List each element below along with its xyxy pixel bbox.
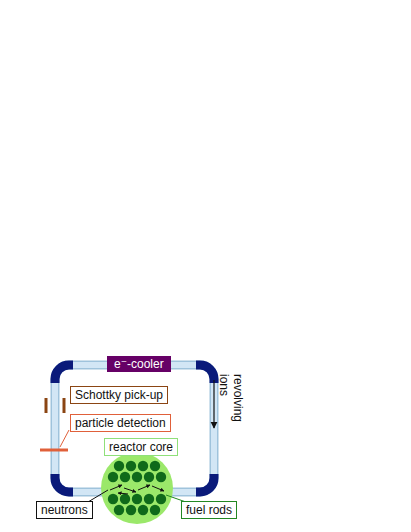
fuel-rod-circles — [108, 461, 166, 515]
cooler-box: e⁻-cooler — [107, 356, 171, 372]
box-text: reactor core — [109, 440, 173, 454]
schottky-plates — [46, 398, 64, 413]
box-text: particle detection — [75, 416, 166, 430]
dipole-magnets — [55, 365, 214, 492]
direction-label: revolving ions — [217, 374, 245, 430]
schottky-label-box: Schottky pick-up — [70, 386, 168, 404]
core-label-box: reactor core — [104, 438, 178, 456]
beam-pipe-outline — [55, 365, 214, 492]
particle-detector — [40, 449, 68, 452]
box-text: neutrons — [41, 503, 88, 517]
neutrons-label-box: neutrons — [36, 501, 93, 519]
direction-arrow — [213, 380, 214, 428]
fuel-rods-label-box: fuel rods — [181, 501, 237, 519]
box-text: fuel rods — [186, 503, 232, 517]
box-text: Schottky pick-up — [75, 388, 163, 402]
leader-line — [60, 430, 69, 447]
reactor-core-circle — [101, 452, 173, 524]
neutron-arrows — [110, 485, 164, 494]
box-text: e⁻-cooler — [114, 357, 164, 371]
detector-label-box: particle detection — [70, 414, 171, 432]
beam-pipe — [55, 365, 214, 492]
